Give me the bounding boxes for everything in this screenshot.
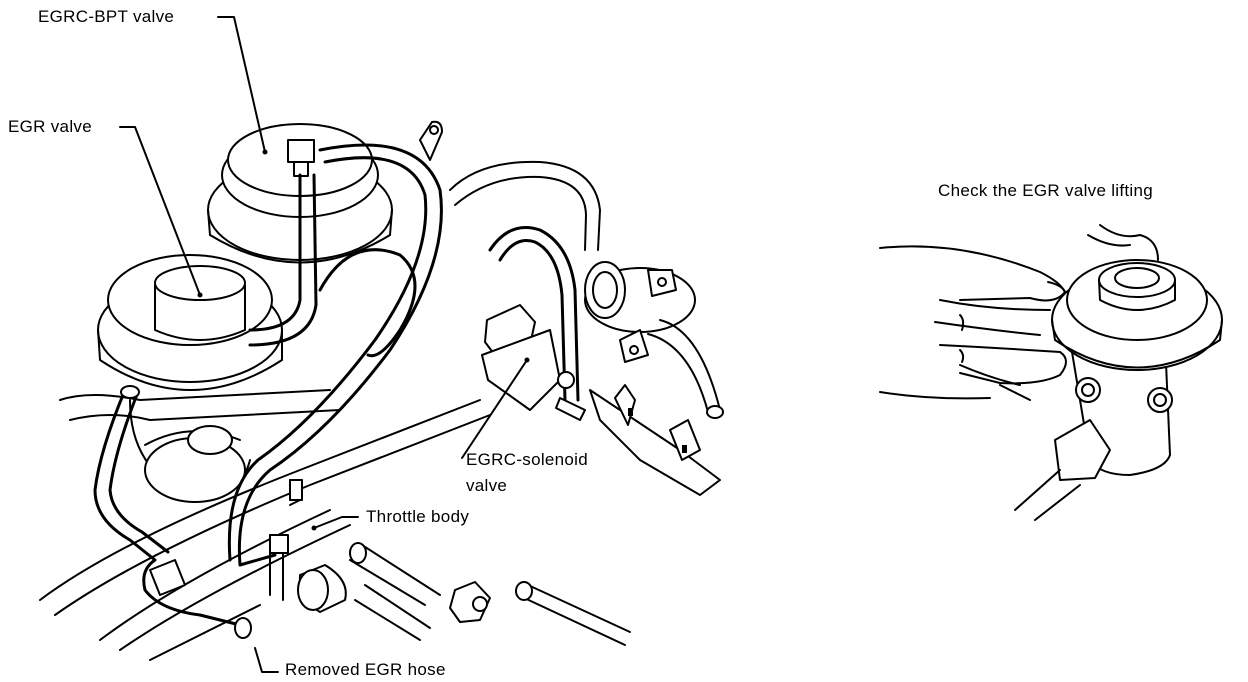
hand-check-illustration — [879, 224, 1223, 521]
label-egrc-bpt-valve: EGRC-BPT valve — [38, 7, 175, 26]
canister-shape — [584, 261, 724, 419]
label-egrc-solenoid-line2: valve — [466, 476, 508, 495]
label-removed-egr-hose: Removed EGR hose — [285, 660, 446, 679]
label-throttle-body: Throttle body — [366, 507, 470, 526]
label-check-lifting: Check the EGR valve lifting — [938, 181, 1154, 200]
label-egr-valve: EGR valve — [8, 117, 92, 136]
label-egrc-solenoid-line1: EGRC-solenoid — [466, 450, 589, 469]
engine-assembly-drawing — [39, 120, 724, 661]
leader-lines — [119, 16, 530, 673]
egr-valve-shape — [97, 254, 283, 503]
